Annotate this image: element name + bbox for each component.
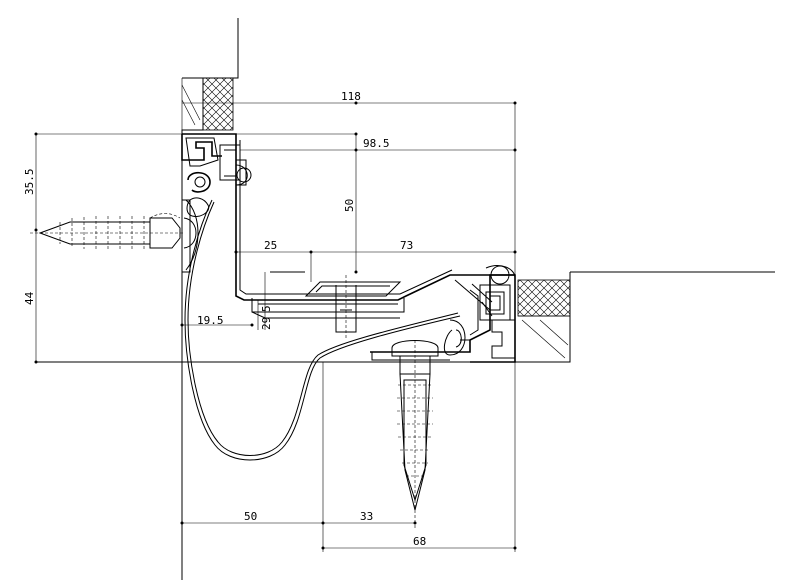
right-floor [515,271,775,363]
track-bracket [251,271,405,340]
dimension-ticks [34,101,517,550]
left-wall [181,18,239,580]
left-screw [30,213,197,250]
dim-68: 68 [413,535,426,548]
dim-35-5: 35.5 [23,169,36,196]
spring-clip [184,199,461,461]
dimension-labels: 118 98.5 35.5 50 25 73 44 19.5 29 5 50 3… [23,90,426,548]
left-profile [181,133,515,301]
right-profile [370,265,516,363]
dim-50-bottom: 50 [244,510,257,523]
dim-50-vertical: 50 [343,199,356,212]
dim-25: 25 [264,239,277,252]
dim-33: 33 [360,510,373,523]
vertical-screw [391,340,439,530]
dim-73: 73 [400,239,413,252]
dim-29: 29 [260,317,273,330]
dim-98-5: 98.5 [363,137,390,150]
dim-44: 44 [23,291,36,305]
reference-lines [35,102,516,552]
dim-5: 5 [260,305,273,312]
dim-118: 118 [341,90,361,103]
dim-19-5: 19.5 [197,314,224,327]
